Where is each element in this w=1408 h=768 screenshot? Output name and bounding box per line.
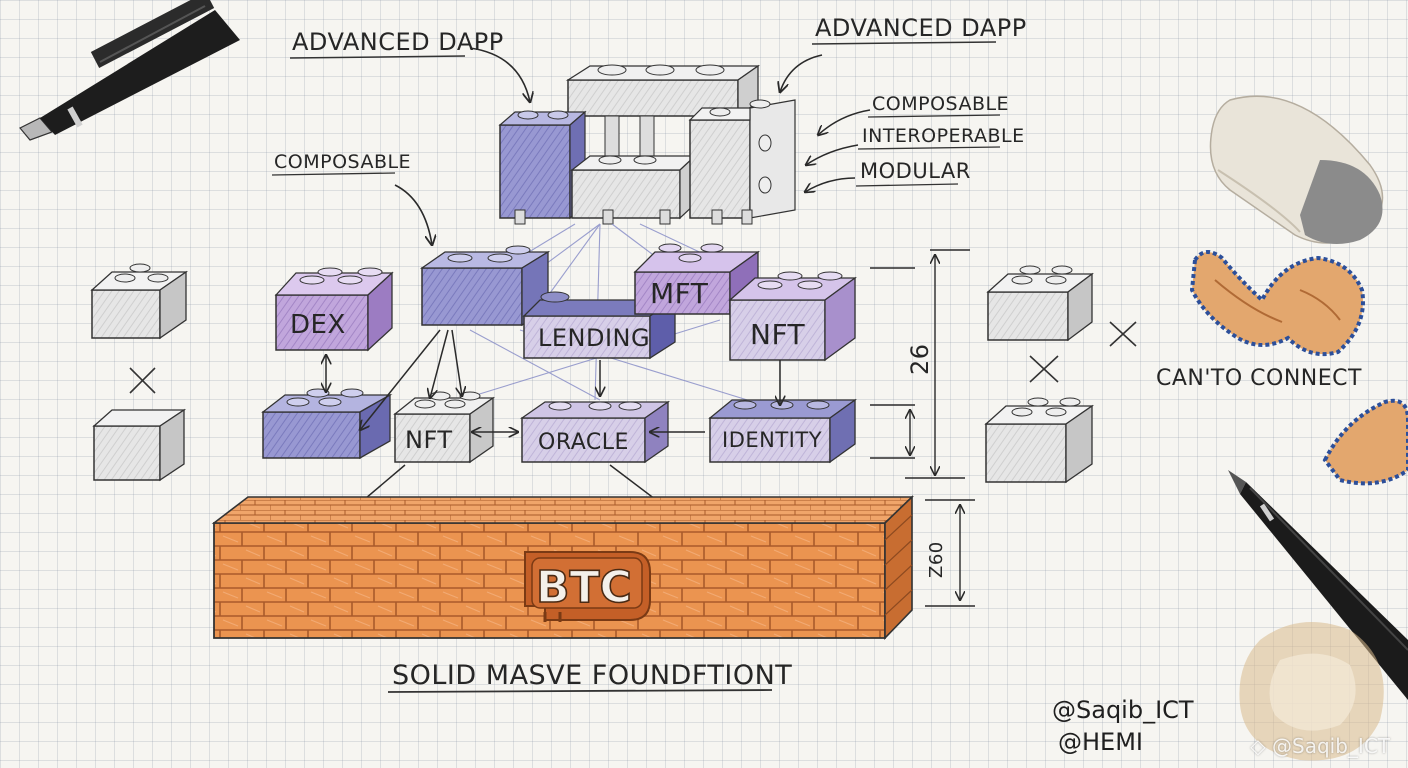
label-cant-connect: CAN'TO CONNECT bbox=[1156, 366, 1362, 391]
label-advanced-dapp-right: ADVANCED DAPP bbox=[812, 14, 1027, 44]
arrow-composable-left bbox=[395, 185, 432, 245]
dimension-label-base: Z60 bbox=[926, 541, 947, 578]
btc-logo-text: BTC bbox=[536, 562, 632, 613]
block-nft-bottom: NFT bbox=[395, 392, 493, 462]
dimension-label-blocks: 26 bbox=[906, 343, 934, 375]
svg-text:MODULAR: MODULAR bbox=[860, 159, 971, 183]
label-composable-left: COMPOSABLE bbox=[272, 151, 411, 175]
label-interoperable: INTEROPERABLE bbox=[858, 125, 1025, 149]
block-dex: DEX bbox=[276, 268, 392, 350]
svg-text:ADVANCED DAPP: ADVANCED DAPP bbox=[815, 14, 1027, 42]
watermark-text: @Saqib_ICT bbox=[1272, 734, 1390, 758]
arrow-advanced-dapp-right bbox=[780, 55, 822, 92]
block-identity: IDENTITY bbox=[710, 400, 855, 462]
x-mark-left bbox=[130, 368, 155, 393]
advanced-dapp-stack bbox=[500, 65, 795, 224]
label-composable-top: COMPOSABLE bbox=[868, 93, 1009, 117]
svg-text:DEX: DEX bbox=[290, 310, 346, 340]
block-oracle: ORACLE bbox=[522, 402, 668, 462]
svg-text:MFT: MFT bbox=[650, 277, 709, 310]
label-modular: MODULAR bbox=[856, 159, 971, 186]
svg-text:INTEROPERABLE: INTEROPERABLE bbox=[862, 125, 1025, 147]
watermark: ◇ @Saqib_ICT bbox=[1250, 734, 1390, 758]
block-gray-right-top bbox=[988, 266, 1092, 340]
svg-text:LENDING: LENDING bbox=[538, 324, 650, 352]
x-mark-right bbox=[1110, 322, 1136, 346]
arrow-modular bbox=[805, 178, 855, 192]
svg-text:NFT: NFT bbox=[750, 318, 806, 351]
label-advanced-dapp-left: ADVANCED DAPP bbox=[290, 28, 504, 58]
btc-logo-badge: BTC bbox=[525, 552, 650, 622]
svg-text:SOLID MASVE FOUNDFTIONT: SOLID MASVE FOUNDFTIONT bbox=[392, 660, 792, 691]
diamond-icon: ◇ bbox=[1250, 734, 1265, 758]
arrow-interoperable bbox=[806, 145, 858, 165]
svg-text:CAN'TO CONNECT: CAN'TO CONNECT bbox=[1156, 366, 1362, 391]
svg-text:ORACLE: ORACLE bbox=[538, 430, 629, 455]
eraser-icon bbox=[1210, 96, 1382, 244]
svg-text:COMPOSABLE: COMPOSABLE bbox=[872, 93, 1009, 115]
block-gray-left-bottom bbox=[94, 410, 184, 480]
block-blue-lower bbox=[263, 389, 390, 458]
label-foundation: SOLID MASVE FOUNDFTIONT bbox=[388, 660, 792, 692]
block-nft-top: NFT bbox=[730, 272, 855, 360]
svg-text:NFT: NFT bbox=[405, 426, 453, 454]
svg-text:IDENTITY: IDENTITY bbox=[722, 428, 822, 452]
arrow-advanced-dapp-left bbox=[470, 48, 530, 102]
signature-project: @HEMI bbox=[1058, 728, 1143, 756]
svg-text:ADVANCED DAPP: ADVANCED DAPP bbox=[292, 28, 504, 56]
signature-handle: @Saqib_ICT bbox=[1052, 696, 1194, 724]
svg-text:COMPOSABLE: COMPOSABLE bbox=[274, 151, 411, 173]
block-gray-right-bottom bbox=[986, 398, 1092, 482]
x-mark-right-center bbox=[1030, 356, 1058, 382]
pen-icon bbox=[20, 0, 240, 140]
block-gray-left-top bbox=[92, 264, 186, 338]
